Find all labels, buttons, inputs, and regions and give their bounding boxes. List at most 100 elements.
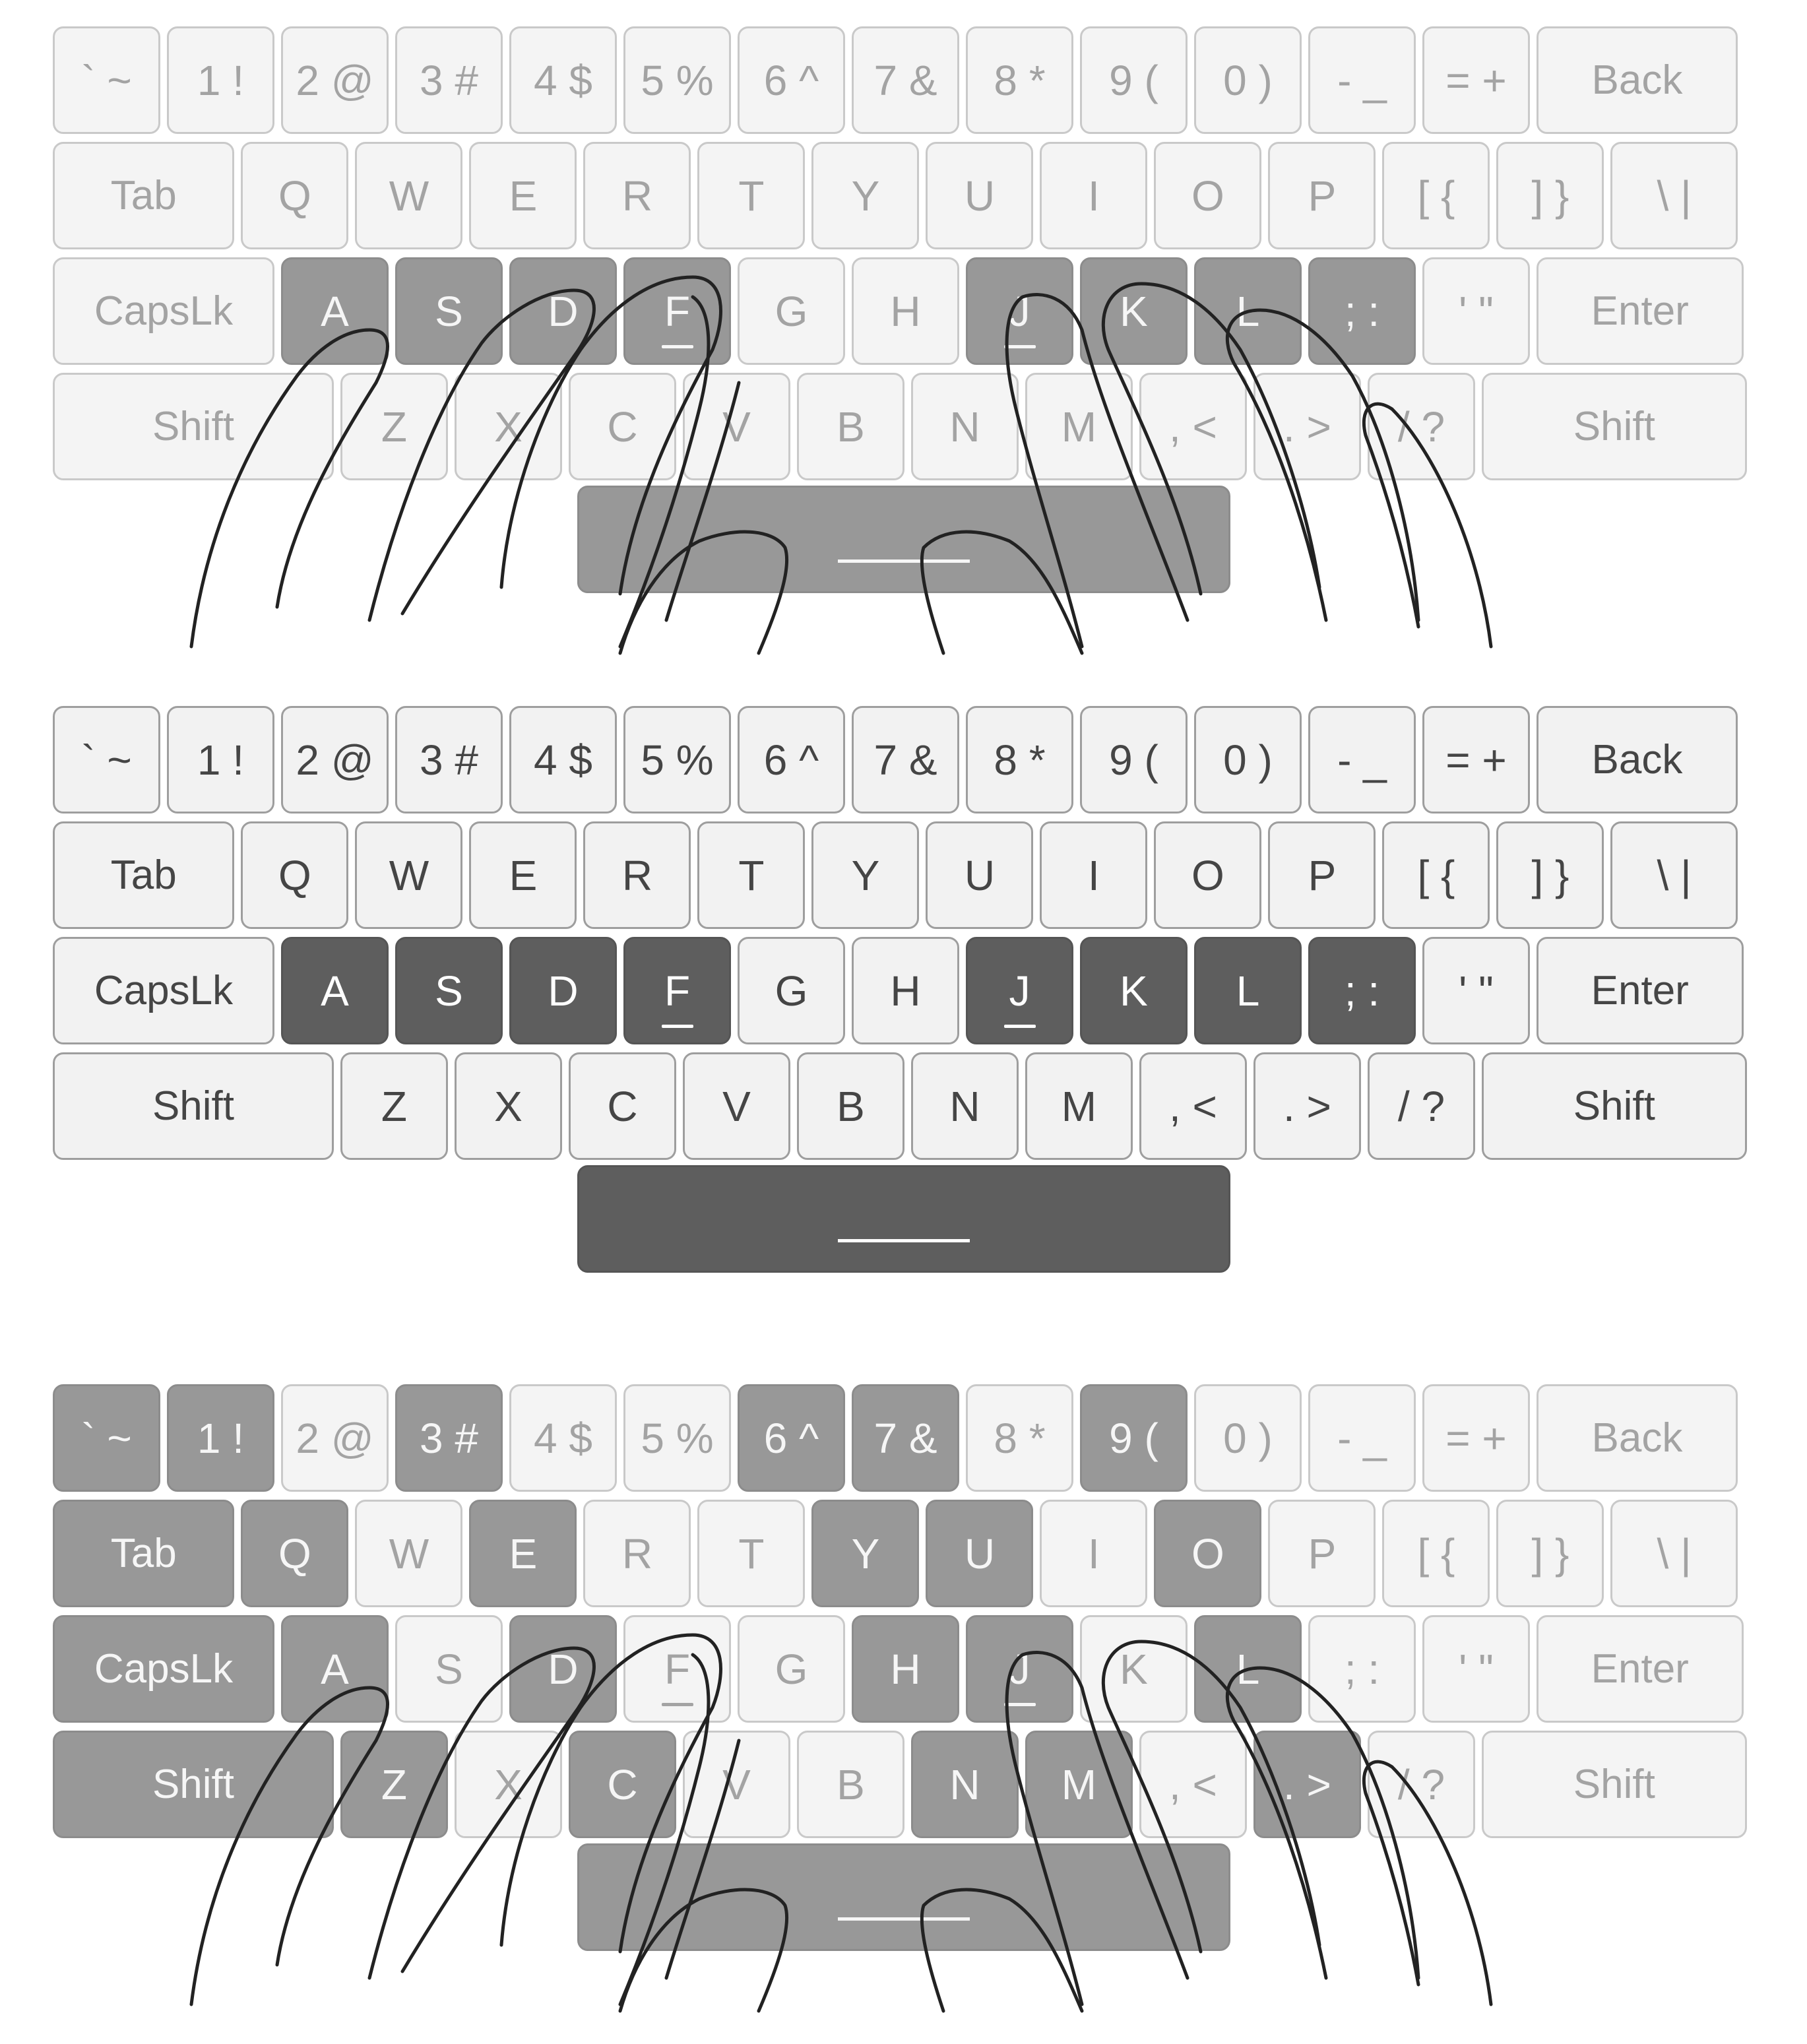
key-space[interactable] — [577, 1843, 1230, 1951]
key-s[interactable]: S — [395, 257, 503, 365]
key-shift-left[interactable]: Shift — [53, 1731, 334, 1838]
key-semicolon[interactable]: ; : — [1308, 1615, 1416, 1723]
key-9[interactable]: 9 ( — [1080, 706, 1188, 814]
key-8[interactable]: 8 * — [966, 706, 1073, 814]
key-space[interactable] — [577, 486, 1230, 593]
key-q[interactable]: Q — [241, 821, 349, 929]
key-y[interactable]: Y — [811, 142, 920, 249]
key-a[interactable]: A — [281, 1615, 389, 1723]
key-p[interactable]: P — [1268, 1500, 1376, 1607]
key-shift-right[interactable]: Shift — [1481, 1052, 1747, 1160]
key-k[interactable]: K — [1080, 937, 1188, 1044]
key-slash[interactable]: / ? — [1367, 1731, 1475, 1838]
key-enter[interactable]: Enter — [1537, 257, 1744, 365]
key-d[interactable]: D — [509, 257, 617, 365]
key-r[interactable]: R — [583, 1500, 691, 1607]
key-r[interactable]: R — [583, 821, 691, 929]
key-equals[interactable]: = + — [1422, 1384, 1530, 1492]
key-i[interactable]: I — [1040, 1500, 1148, 1607]
key-l[interactable]: L — [1194, 937, 1302, 1044]
key-minus[interactable]: - _ — [1308, 1384, 1416, 1492]
key-6[interactable]: 6 ^ — [738, 26, 845, 134]
key-shift-left[interactable]: Shift — [53, 1052, 334, 1160]
key-t[interactable]: T — [697, 821, 806, 929]
key-x[interactable]: X — [454, 373, 562, 480]
key-w[interactable]: W — [355, 821, 463, 929]
key-l[interactable]: L — [1194, 257, 1302, 365]
key-1[interactable]: 1 ! — [167, 26, 274, 134]
key-4[interactable]: 4 $ — [509, 706, 617, 814]
key-quote[interactable]: ' " — [1422, 257, 1530, 365]
key-b[interactable]: B — [796, 373, 904, 480]
key-open-bracket[interactable]: [ { — [1382, 1500, 1490, 1607]
key-s[interactable]: S — [395, 937, 503, 1044]
key-k[interactable]: K — [1080, 1615, 1188, 1723]
key-2[interactable]: 2 @ — [281, 706, 389, 814]
key-4[interactable]: 4 $ — [509, 1384, 617, 1492]
key-3[interactable]: 3 # — [395, 1384, 503, 1492]
key-7[interactable]: 7 & — [852, 706, 959, 814]
key-slash[interactable]: / ? — [1367, 373, 1475, 480]
key-d[interactable]: D — [509, 1615, 617, 1723]
key-4[interactable]: 4 $ — [509, 26, 617, 134]
key-capslk[interactable]: CapsLk — [53, 1615, 274, 1723]
key-quote[interactable]: ' " — [1422, 937, 1530, 1044]
key-n[interactable]: N — [910, 373, 1019, 480]
key-backtick[interactable]: ` ~ — [53, 1384, 160, 1492]
key-v[interactable]: V — [682, 1052, 790, 1160]
key-semicolon[interactable]: ; : — [1308, 937, 1416, 1044]
key-capslk[interactable]: CapsLk — [53, 937, 274, 1044]
key-g[interactable]: G — [738, 257, 845, 365]
key-c[interactable]: C — [568, 1052, 676, 1160]
key-slash[interactable]: / ? — [1367, 1052, 1475, 1160]
key-3[interactable]: 3 # — [395, 706, 503, 814]
key-j[interactable]: J — [966, 1615, 1073, 1723]
key-h[interactable]: H — [852, 1615, 959, 1723]
key-0[interactable]: 0 ) — [1194, 706, 1302, 814]
key-7[interactable]: 7 & — [852, 26, 959, 134]
key-capslk[interactable]: CapsLk — [53, 257, 274, 365]
key-b[interactable]: B — [796, 1731, 904, 1838]
key-g[interactable]: G — [738, 1615, 845, 1723]
key-c[interactable]: C — [568, 373, 676, 480]
key-semicolon[interactable]: ; : — [1308, 257, 1416, 365]
key-enter[interactable]: Enter — [1537, 937, 1744, 1044]
key-space[interactable] — [577, 1165, 1230, 1273]
key-v[interactable]: V — [682, 1731, 790, 1838]
key-minus[interactable]: - _ — [1308, 26, 1416, 134]
key-u[interactable]: U — [926, 142, 1034, 249]
key-p[interactable]: P — [1268, 821, 1376, 929]
key-o[interactable]: O — [1154, 821, 1262, 929]
key-open-bracket[interactable]: [ { — [1382, 821, 1490, 929]
key-close-bracket[interactable]: ] } — [1496, 1500, 1604, 1607]
key-9[interactable]: 9 ( — [1080, 1384, 1188, 1492]
key-u[interactable]: U — [926, 1500, 1034, 1607]
key-open-bracket[interactable]: [ { — [1382, 142, 1490, 249]
key-5[interactable]: 5 % — [623, 26, 731, 134]
key-y[interactable]: Y — [811, 1500, 920, 1607]
key-8[interactable]: 8 * — [966, 1384, 1073, 1492]
key-back[interactable]: Back — [1537, 26, 1738, 134]
key-f[interactable]: F — [623, 937, 731, 1044]
key-6[interactable]: 6 ^ — [738, 1384, 845, 1492]
key-t[interactable]: T — [697, 142, 806, 249]
key-y[interactable]: Y — [811, 821, 920, 929]
key-o[interactable]: O — [1154, 1500, 1262, 1607]
key-h[interactable]: H — [852, 257, 959, 365]
key-backslash[interactable]: \ | — [1610, 142, 1738, 249]
key-5[interactable]: 5 % — [623, 706, 731, 814]
key-shift-right[interactable]: Shift — [1481, 373, 1747, 480]
key-period[interactable]: . > — [1253, 373, 1361, 480]
key-shift-right[interactable]: Shift — [1481, 1731, 1747, 1838]
key-w[interactable]: W — [355, 1500, 463, 1607]
key-z[interactable]: Z — [340, 1731, 448, 1838]
key-equals[interactable]: = + — [1422, 706, 1530, 814]
key-x[interactable]: X — [454, 1052, 562, 1160]
key-a[interactable]: A — [281, 257, 389, 365]
key-backslash[interactable]: \ | — [1610, 1500, 1738, 1607]
key-a[interactable]: A — [281, 937, 389, 1044]
key-j[interactable]: J — [966, 257, 1073, 365]
key-i[interactable]: I — [1040, 142, 1148, 249]
key-period[interactable]: . > — [1253, 1052, 1361, 1160]
key-m[interactable]: M — [1025, 1731, 1133, 1838]
